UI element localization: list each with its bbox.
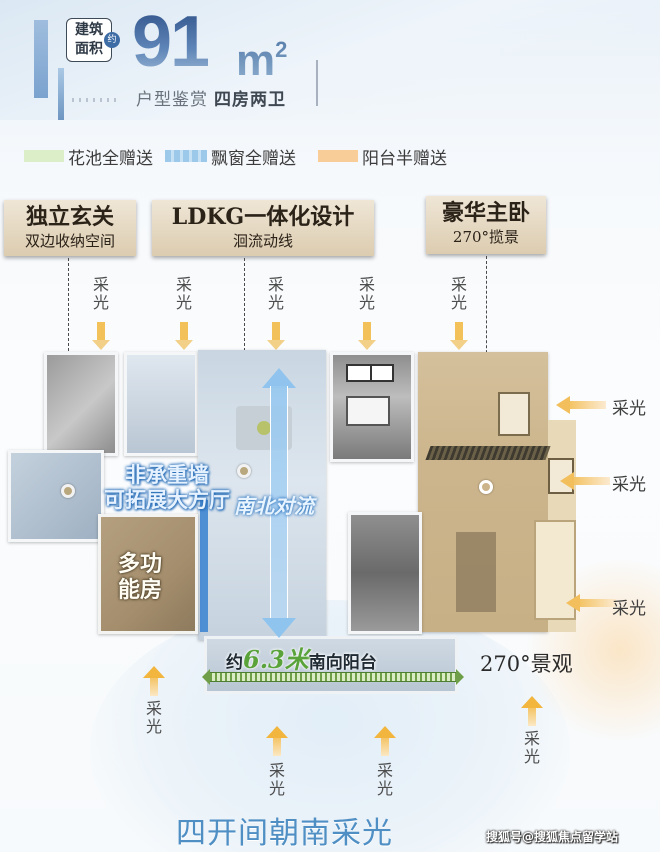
subtitle-prefix: 户型鉴赏 xyxy=(136,90,208,110)
room-entrance xyxy=(44,352,118,456)
legend-label: 阳台半赠送 xyxy=(362,148,447,169)
approx-mark: 约 xyxy=(104,32,120,48)
arrow-down-icon xyxy=(175,322,193,352)
green-swatch-icon xyxy=(24,150,64,162)
subtitle-layout: 四房两卫 xyxy=(214,90,286,110)
airflow-label: 南北对流 xyxy=(234,494,314,518)
light-label: 采光 xyxy=(612,599,646,619)
light-label: 采光 xyxy=(612,475,646,495)
callout-subtitle: 洄流动线 xyxy=(232,232,293,250)
room-multifunction xyxy=(98,514,198,634)
arrow-down-icon xyxy=(358,322,376,352)
label-line: 能房 xyxy=(118,578,163,603)
countertop xyxy=(425,446,551,460)
rug-icon xyxy=(456,532,496,612)
arrow-left-icon xyxy=(560,472,610,490)
arrow-down-head xyxy=(262,618,296,638)
light-label: 采光 xyxy=(358,275,375,312)
balcony-label: 约6.3米南向阳台 xyxy=(226,640,377,675)
measure-arrow-icon xyxy=(202,669,464,685)
light-label: 采光 xyxy=(145,699,162,736)
decorative-divider xyxy=(316,60,318,106)
arrow-down-icon xyxy=(92,322,110,352)
callout-ldkg: LDKG一体化设计 洄流动线 xyxy=(152,200,374,256)
view-270-label: 270°景观 xyxy=(480,652,573,676)
non-bearing-wall-label: 非承重墙 可拓展大方厅 xyxy=(104,462,230,512)
room-kitchen xyxy=(124,352,198,456)
balcony-suffix: 南向阳台 xyxy=(308,653,377,673)
decorative-bar xyxy=(34,20,48,98)
area-unit: m2 xyxy=(236,26,287,85)
light-label: 采光 xyxy=(523,729,540,766)
arrow-shaft xyxy=(270,386,288,618)
callout-title: LDKG一体化设计 xyxy=(171,204,355,230)
callout-entrance: 独立玄关 双边收纳空间 xyxy=(4,200,136,256)
arrow-up-icon xyxy=(374,726,396,756)
area-badge-line1: 建筑 xyxy=(75,22,103,38)
arrow-left-icon xyxy=(556,396,606,414)
blue-swatch-icon xyxy=(165,150,207,162)
arrow-up-icon xyxy=(521,696,543,726)
room-living-dining xyxy=(198,350,326,640)
location-marker-icon xyxy=(237,464,251,478)
area-value: 91 xyxy=(132,2,210,82)
label-line: 可拓展大方厅 xyxy=(104,487,230,512)
unit-text: m xyxy=(236,36,276,85)
callout-master-bedroom: 豪华主卧 270°揽景 xyxy=(426,196,546,254)
balcony-length: 6.3米 xyxy=(243,645,309,674)
legend-label: 飘窗全赠送 xyxy=(211,148,296,169)
callout-subtitle: 270°揽景 xyxy=(452,228,520,246)
callout-title: 豪华主卧 xyxy=(441,200,530,226)
label-line: 非承重墙 xyxy=(125,462,209,487)
light-label: 采光 xyxy=(376,761,393,798)
legend-item-bay-window: 飘窗全赠送 xyxy=(165,144,296,169)
footer-title: 四开间朝南采光 xyxy=(176,816,393,851)
light-label: 采光 xyxy=(450,275,467,312)
watermark: 搜狐号@搜狐焦点留学站 xyxy=(486,830,619,844)
orange-swatch-icon xyxy=(318,150,358,162)
multifunction-room-label: 多功 能房 xyxy=(118,552,162,604)
subtitle: 户型鉴赏四房两卫 xyxy=(136,85,286,110)
light-label: 采光 xyxy=(267,275,284,312)
light-label: 采光 xyxy=(92,275,109,312)
arrow-up-icon xyxy=(266,726,288,756)
light-label: 采光 xyxy=(268,761,285,798)
decorative-bar xyxy=(58,68,64,120)
airflow-double-arrow-icon xyxy=(262,368,296,638)
skylight-icon xyxy=(346,364,394,382)
area-badge-line2: 面积 xyxy=(75,41,103,57)
location-marker-icon xyxy=(61,484,75,498)
arrow-left-icon xyxy=(566,594,616,612)
legend: 花池全赠送 飘窗全赠送 阳台半赠送 xyxy=(24,144,453,169)
location-marker-icon xyxy=(479,480,493,494)
legend-item-balcony: 阳台半赠送 xyxy=(308,144,447,169)
room-bedroom-south xyxy=(348,512,422,634)
window-icon xyxy=(498,392,530,436)
light-label: 采光 xyxy=(175,275,192,312)
plate-icon xyxy=(257,421,271,435)
label-line: 多功 xyxy=(118,552,163,577)
legend-item-flower-bed: 花池全赠送 xyxy=(24,144,153,169)
callout-title: 独立玄关 xyxy=(25,204,114,230)
arrow-down-icon xyxy=(267,322,285,352)
decorative-dots xyxy=(72,98,116,102)
bay-window-strip xyxy=(200,500,208,632)
arrow-down-icon xyxy=(450,322,468,352)
callout-subtitle: 双边收纳空间 xyxy=(24,232,115,250)
unit-sup: 2 xyxy=(275,37,288,62)
arrow-up-head xyxy=(262,368,296,388)
bed-icon xyxy=(346,396,390,426)
legend-label: 花池全赠送 xyxy=(68,148,153,169)
room-balcony xyxy=(204,636,458,694)
arrow-up-icon xyxy=(143,666,165,696)
balcony-prefix: 约 xyxy=(226,653,243,673)
room-study xyxy=(8,450,104,542)
light-label: 采光 xyxy=(612,399,646,419)
